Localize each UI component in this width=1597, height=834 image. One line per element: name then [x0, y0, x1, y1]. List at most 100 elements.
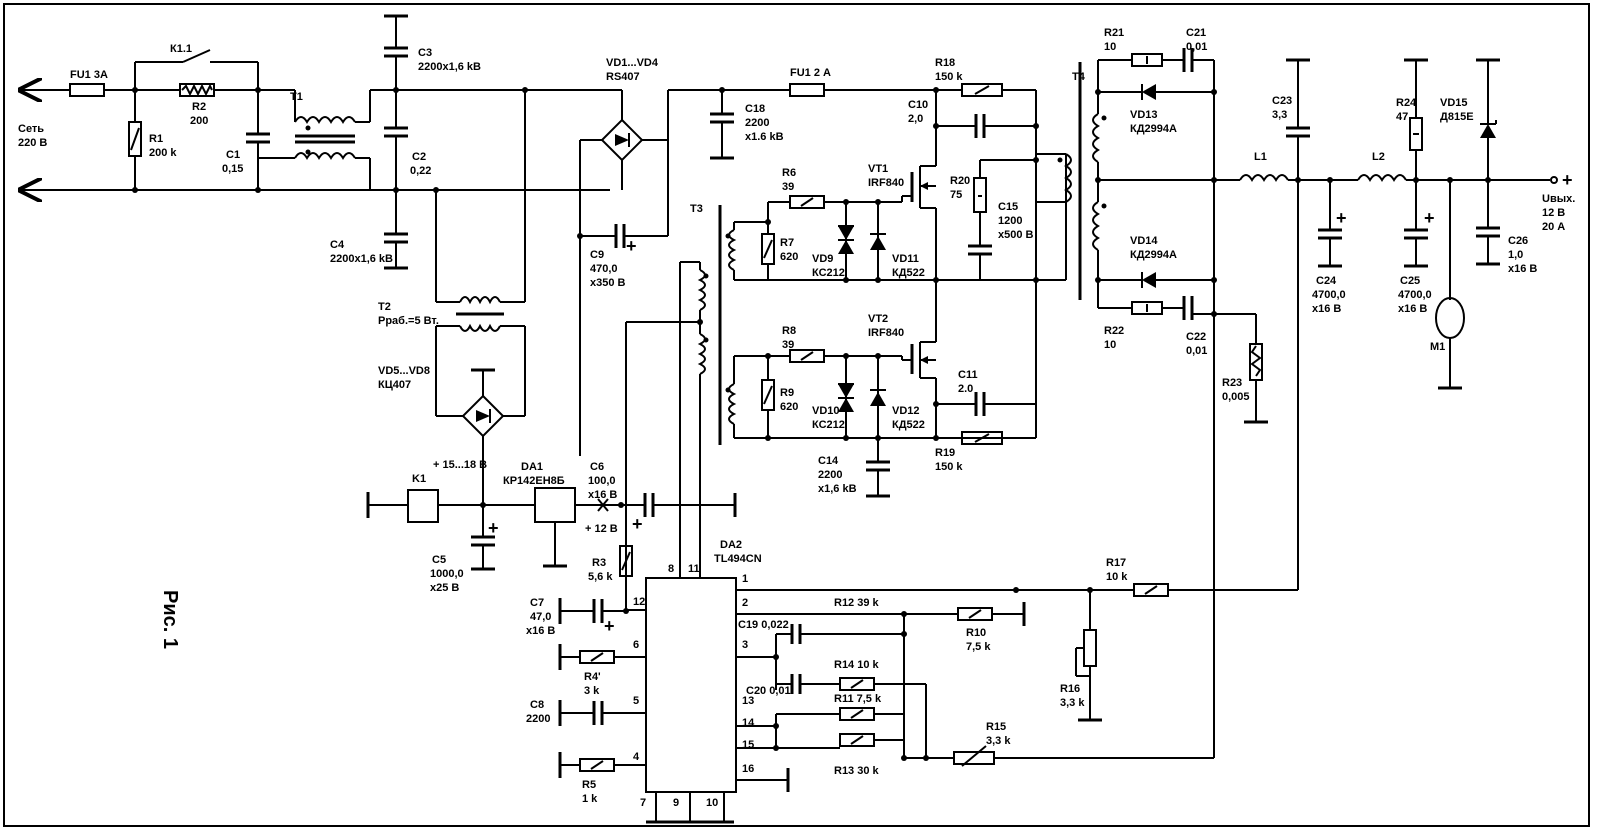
svg-text:C1: C1 — [226, 149, 240, 161]
potentiometer-r15: R15 3,3 k — [901, 314, 1215, 767]
svg-text:C9: C9 — [590, 249, 604, 261]
zener-vd10: VD10 КС212 — [812, 353, 854, 441]
svg-text:DA1: DA1 — [521, 461, 543, 473]
mains-label: Сеть — [18, 123, 44, 135]
mains-voltage: 220 В — [18, 137, 47, 149]
svg-text:R14 10 k: R14 10 k — [834, 659, 880, 671]
svg-text:R16: R16 — [1060, 683, 1080, 695]
svg-text:C18: C18 — [745, 103, 765, 115]
capacitor-c8: C8 2200 — [526, 699, 646, 726]
svg-text:3: 3 — [742, 639, 748, 651]
capacitor-c14: C14 2200 x1,6 kВ — [818, 438, 890, 498]
svg-text:КС212: КС212 — [812, 419, 845, 431]
svg-text:T2: T2 — [378, 301, 391, 313]
svg-text:1 k: 1 k — [582, 793, 598, 805]
svg-text:L2: L2 — [1372, 151, 1385, 163]
svg-text:+: + — [632, 514, 643, 534]
svg-text:7: 7 — [640, 797, 646, 809]
svg-text:x16 В: x16 В — [1312, 303, 1341, 315]
svg-text:R21: R21 — [1104, 27, 1124, 39]
capacitor-c11: C11 2.0 — [933, 369, 1036, 416]
svg-text:C2: C2 — [412, 151, 426, 163]
svg-text:VD10: VD10 — [812, 405, 840, 417]
svg-text:K1: K1 — [412, 473, 426, 485]
svg-text:10: 10 — [706, 797, 718, 809]
svg-text:0,15: 0,15 — [222, 163, 243, 175]
svg-text:C21: C21 — [1186, 27, 1206, 39]
svg-text:20 А: 20 А — [1542, 221, 1565, 233]
network-r12-r10: R12 39 k R10 7,5 k — [736, 597, 1026, 653]
fuse-fu1: FU1 3А — [69, 69, 135, 97]
svg-text:R3: R3 — [592, 557, 606, 569]
transistor-vt1: VT1 IRF840 — [868, 90, 937, 322]
svg-text:4700,0: 4700,0 — [1312, 289, 1346, 301]
svg-text:R1: R1 — [149, 133, 163, 145]
svg-text:10: 10 — [1104, 41, 1116, 53]
svg-text:2,0: 2,0 — [908, 113, 923, 125]
svg-text:4700,0: 4700,0 — [1398, 289, 1432, 301]
svg-text:C24: C24 — [1316, 275, 1337, 287]
svg-text:Uвых.: Uвых. — [1542, 193, 1575, 205]
svg-text:C4: C4 — [330, 239, 345, 251]
svg-text:5,6 k: 5,6 k — [588, 571, 613, 583]
svg-text:+: + — [488, 518, 499, 538]
svg-text:VD1...VD4: VD1...VD4 — [606, 57, 659, 69]
choke-t1: T1 — [258, 90, 371, 190]
transistor-vt2: VT2 IRF840 — [868, 313, 937, 438]
bridge-vd1-vd4: VD1...VD4 RS407 — [525, 57, 790, 456]
svg-text:R2: R2 — [192, 101, 206, 113]
svg-text:КД2994А: КД2994А — [1130, 249, 1177, 261]
zener-vd15: VD15 Д815Е — [1440, 58, 1500, 183]
svg-text:2.0: 2.0 — [958, 383, 973, 395]
svg-text:+: + — [1336, 208, 1347, 228]
svg-text:VD11: VD11 — [892, 253, 919, 265]
capacitor-c10: C10 2,0 — [908, 99, 1036, 138]
svg-text:100,0: 100,0 — [588, 475, 616, 487]
svg-text:C7: C7 — [530, 597, 544, 609]
svg-text:VD13: VD13 — [1130, 109, 1158, 121]
resistor-r1: R1 200 k — [128, 87, 177, 193]
svg-text:C5: C5 — [432, 554, 446, 566]
svg-text:4: 4 — [633, 751, 640, 763]
potentiometer-r16: R16 3,3 k — [1060, 590, 1102, 722]
svg-text:3,3: 3,3 — [1272, 109, 1287, 121]
svg-text:КД522: КД522 — [892, 419, 925, 431]
svg-text:C8: C8 — [530, 699, 544, 711]
capacitor-c3-c2-c4: C3 2200x1,6 kВ C2 0,22 C4 2200x1,6 kВ — [330, 14, 481, 270]
resistor-r2: R2 200 — [179, 83, 295, 127]
transformer-t2: T2 Pраб.=5 Вт. — [378, 87, 528, 416]
svg-text:R9: R9 — [780, 387, 794, 399]
svg-text:C20 0,01: C20 0,01 — [746, 685, 791, 697]
svg-text:2200x1,6 kВ: 2200x1,6 kВ — [418, 61, 481, 73]
svg-text:R11 7,5 k: R11 7,5 k — [834, 693, 882, 705]
svg-text:КС212: КС212 — [812, 267, 845, 279]
capacitor-c25: + C25 4700,0 x16 В — [1398, 177, 1435, 315]
svg-text:VD15: VD15 — [1440, 97, 1468, 109]
resistor-r13: R13 30 k — [736, 733, 904, 777]
svg-text:150 k: 150 k — [935, 71, 963, 83]
relay-k1: K1 — [366, 473, 535, 523]
svg-text:x1,6 kВ: x1,6 kВ — [818, 483, 857, 495]
resistor-r18: R18 150 k — [930, 57, 1036, 97]
svg-text:x1.6 kВ: x1.6 kВ — [745, 131, 784, 143]
svg-text:R23: R23 — [1222, 377, 1242, 389]
svg-text:2200x1,6 kВ: 2200x1,6 kВ — [330, 253, 393, 265]
svg-text:VD12: VD12 — [892, 405, 920, 417]
svg-text:C22: C22 — [1186, 331, 1206, 343]
diode-vd14: VD14 КД2994А — [1095, 235, 1217, 288]
svg-text:10 k: 10 k — [1106, 571, 1128, 583]
fan-motor-m1: M1 — [1430, 177, 1465, 390]
svg-text:13: 13 — [742, 695, 754, 707]
svg-text:470,0: 470,0 — [590, 263, 618, 275]
svg-text:3 k: 3 k — [584, 685, 600, 697]
svg-text:+ 15...18 В: + 15...18 В — [433, 459, 487, 471]
svg-text:39: 39 — [782, 181, 794, 193]
svg-text:x350 В: x350 В — [590, 277, 626, 289]
relay-contact-k11: К1.1 — [134, 43, 259, 91]
svg-text:8: 8 — [668, 563, 674, 575]
svg-text:2: 2 — [742, 597, 748, 609]
pwm-controller-da2: DA2 TL494CN 8 11 12 6 5 4 1 2 3 13 14 15… — [633, 539, 790, 824]
svg-text:+: + — [1424, 208, 1435, 228]
svg-text:R10: R10 — [966, 627, 986, 639]
svg-text:FU1 3А: FU1 3А — [70, 69, 108, 81]
